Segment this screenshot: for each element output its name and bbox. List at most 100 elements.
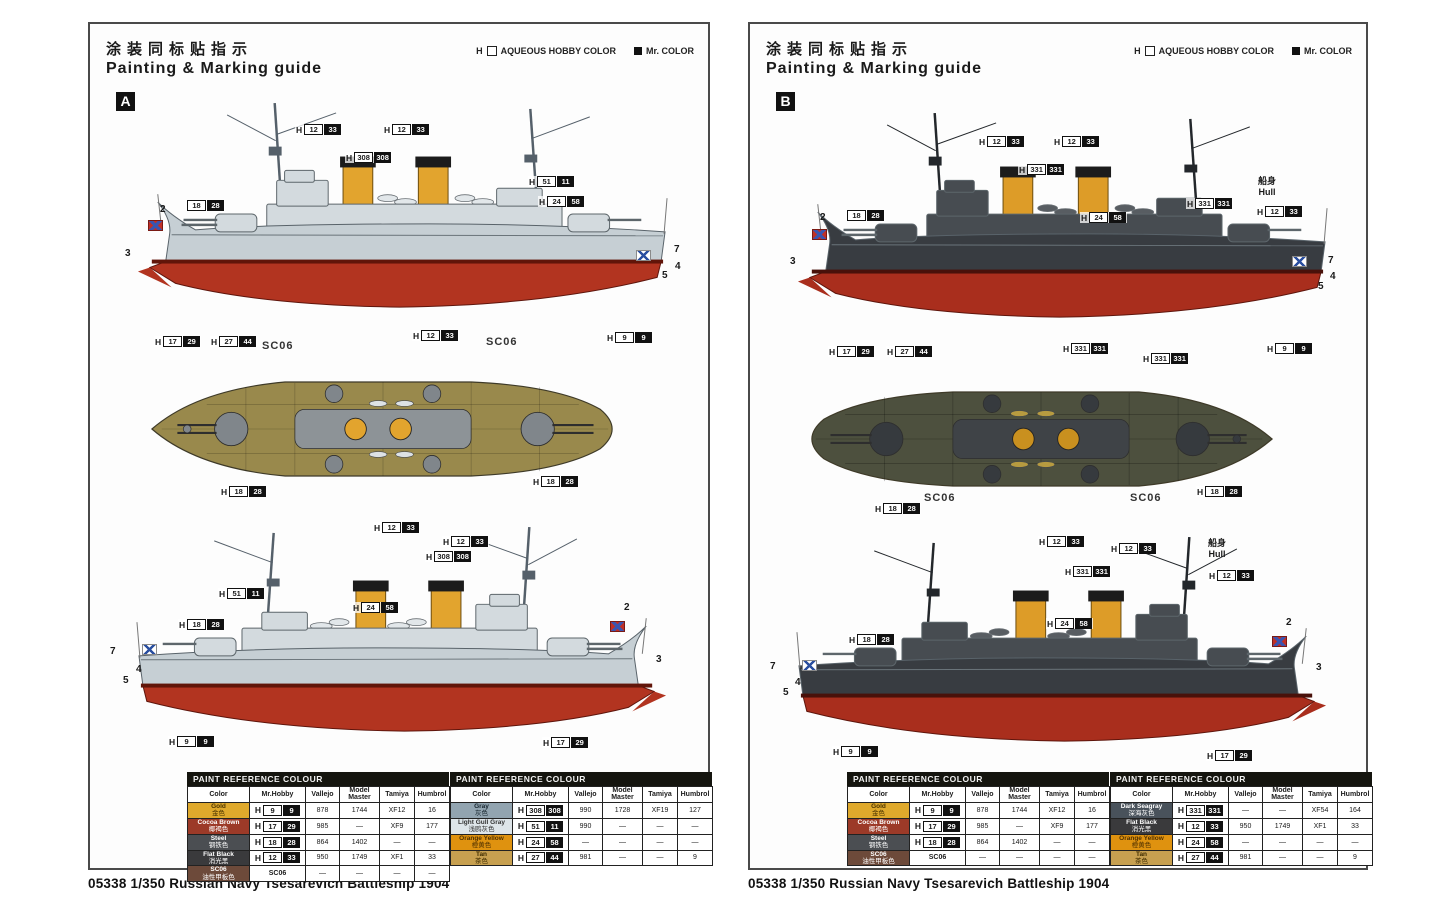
page-title-chinese: 涂装同标贴指示 — [106, 41, 254, 58]
chip-h-prefix: H — [384, 124, 391, 135]
mr-color-number-box: 28 — [283, 836, 301, 848]
color-name-en: Cocoa Brown — [857, 818, 900, 826]
aqueous-number-box: 308 — [434, 551, 454, 562]
chip-h-prefix: H — [1209, 570, 1216, 581]
decal-callout-number: 7 — [110, 646, 116, 657]
tamiya-cell: — — [1039, 833, 1075, 851]
aqueous-number-box: 331 — [1151, 353, 1171, 364]
page-title-english: Painting & Marking guide — [106, 60, 323, 77]
ship-side-view-bottom — [792, 528, 1332, 768]
chip-h-prefix: H — [1177, 805, 1185, 816]
aqueous-number-box: 331 — [1186, 804, 1206, 816]
mr-color-number-box: 11 — [546, 820, 564, 832]
deck-color-label: SC06 — [1130, 492, 1162, 504]
model-master-cell: 1744 — [339, 801, 380, 819]
column-header: Model Master — [602, 786, 643, 803]
color-name-cn: 茶色 — [475, 857, 488, 865]
aqueous-number-box: 18 — [857, 634, 877, 645]
chip-h-prefix: H — [517, 805, 525, 816]
mr-color-number-box: 44 — [1206, 852, 1224, 864]
aqueous-number-box: 12 — [1062, 136, 1082, 147]
section-letter-a: A — [116, 92, 135, 111]
aqueous-number-box: 12 — [304, 124, 324, 135]
aqueous-number-box: 51 — [227, 588, 247, 599]
ship-side-view-bottom — [132, 518, 672, 758]
aqueous-number-box: 9 — [1275, 343, 1295, 354]
humbrol-cell: 177 — [414, 817, 450, 835]
chip-h-prefix: H — [254, 852, 262, 863]
naval-jack-flag-icon — [610, 621, 625, 632]
chip-h-prefix: H — [1111, 543, 1118, 554]
color-name-cn: 金色 — [872, 810, 885, 818]
decal-callout-number: 2 — [160, 204, 166, 215]
color-name-en: SC06 — [210, 866, 227, 874]
tamiya-cell: — — [1302, 849, 1338, 867]
humbrol-cell: 33 — [414, 849, 450, 867]
mr-color-number-box: 331 — [1091, 343, 1109, 354]
mr-color-number-box: 33 — [283, 852, 301, 864]
deck-color-label: SC06 — [486, 336, 518, 348]
aqueous-number-box: 17 — [263, 820, 283, 832]
model-master-cell: — — [1262, 849, 1303, 867]
aqueous-number-box: 24 — [1089, 212, 1109, 223]
aqueous-number-box: 12 — [987, 136, 1007, 147]
color-name-en: SC06 — [870, 850, 887, 858]
chip-h-prefix: H — [517, 821, 525, 832]
decal-callout-number: 3 — [1316, 662, 1322, 673]
chip-h-prefix: H — [517, 837, 525, 848]
vallejo-cell: 950 — [305, 849, 340, 867]
humbrol-cell: 127 — [677, 801, 713, 819]
mr-color-number-box: 33 — [324, 124, 342, 135]
color-name-en: Orange Yellow — [459, 834, 504, 842]
tamiya-cell: XF12 — [379, 801, 415, 819]
tamiya-cell: XF54 — [1302, 801, 1338, 819]
mr-color-number-box: 28 — [1225, 486, 1243, 497]
mr-color-number-box: 308 — [374, 152, 392, 163]
mr-color-number-box: 33 — [412, 124, 430, 135]
chip-h-prefix: H — [169, 736, 176, 747]
humbrol-cell: — — [1074, 833, 1110, 851]
mr-color-number-box: 29 — [943, 820, 961, 832]
chip-h-prefix: H — [517, 852, 525, 863]
color-name-cn: 椰褐色 — [208, 826, 229, 834]
color-name-en: Dark Seagray — [1120, 802, 1163, 810]
column-header: Vallejo — [568, 786, 603, 803]
table-title: PAINT REFERENCE COLOUR — [450, 772, 712, 786]
vallejo-cell: — — [1228, 833, 1263, 851]
legend-mr-color-label: Mr. COLOR — [645, 46, 694, 56]
chip-h-prefix: H — [1177, 837, 1185, 848]
chip-h-prefix: H — [413, 330, 420, 341]
decal-callout-number: 4 — [675, 261, 681, 272]
decal-callout-number: 3 — [125, 248, 131, 259]
section-letter-b: B — [776, 92, 795, 111]
color-name-en: Gold — [211, 802, 226, 810]
kit-caption: 05338 1/350 Russian Navy Tsesarevich Bat… — [748, 876, 1110, 891]
mr-hobby-cell: SC06 — [909, 849, 966, 867]
model-master-cell: 1728 — [602, 801, 643, 819]
aqueous-number-box: 12 — [392, 124, 412, 135]
mr-color-number-box: 58 — [567, 196, 585, 207]
decal-callout-number: 5 — [1318, 281, 1324, 292]
